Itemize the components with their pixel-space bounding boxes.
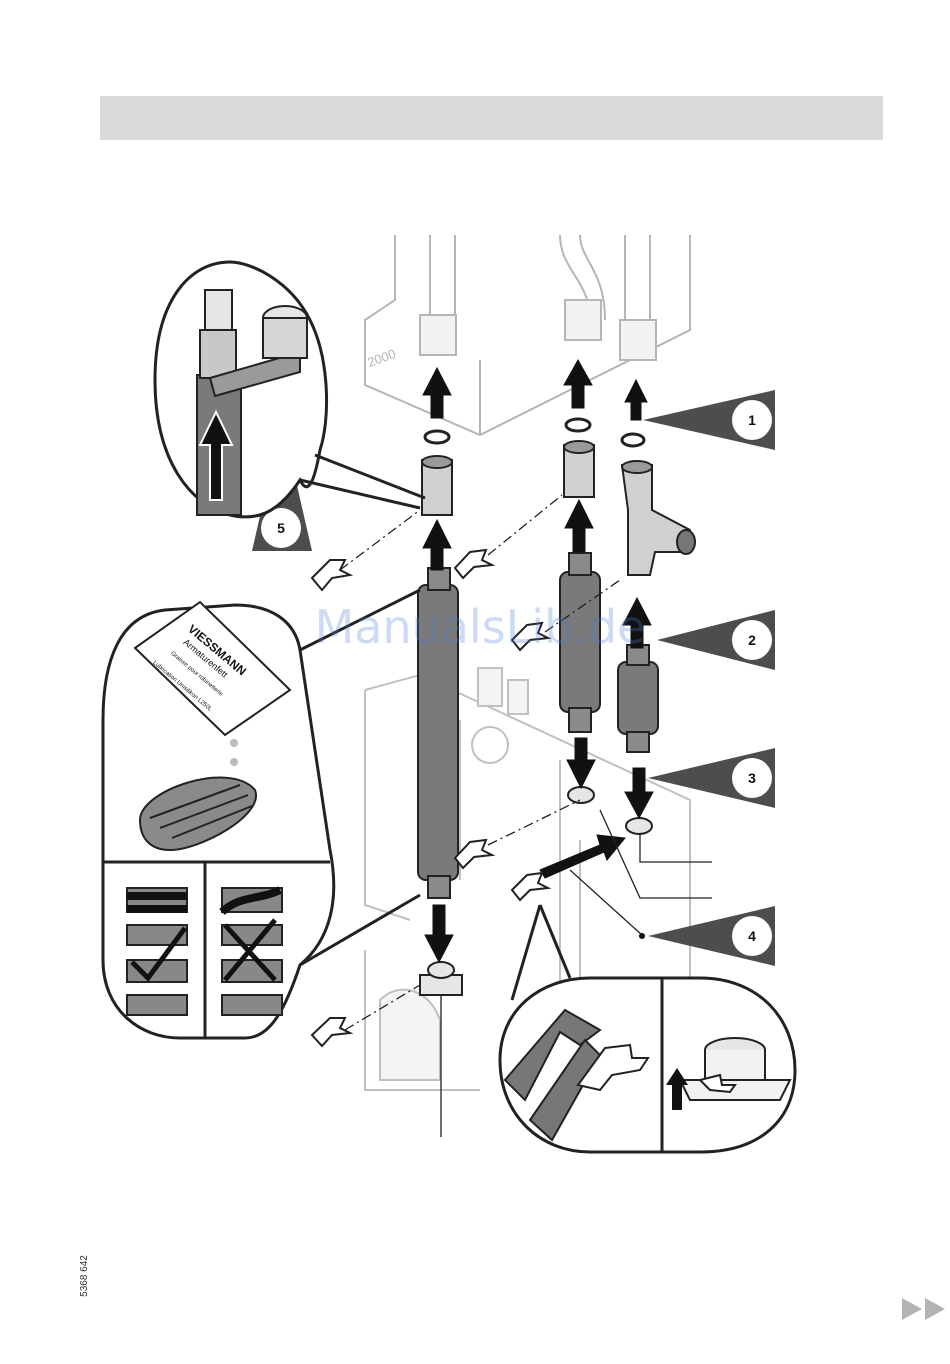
callout-number-1: 1 [748, 412, 756, 428]
callout-number-4: 4 [748, 928, 756, 944]
next-page-button[interactable] [900, 1296, 950, 1322]
double-right-arrow-icon [900, 1296, 950, 1322]
callout-number-5: 5 [277, 520, 285, 536]
callout-number-3: 3 [748, 770, 756, 786]
union-fittings [422, 441, 695, 575]
unit-marking: 2000 [365, 346, 397, 370]
reference-dot [639, 933, 645, 939]
detail-bubble-clip [155, 262, 425, 517]
watermark: ManualsLib.de [290, 600, 670, 654]
document-number: 5368 642 [79, 1246, 91, 1306]
gaskets [425, 419, 644, 446]
detail-bubble-grease: VIESSMANN Armaturenfett Graisse pour rob… [103, 590, 420, 1038]
callout-number-2: 2 [748, 632, 756, 648]
